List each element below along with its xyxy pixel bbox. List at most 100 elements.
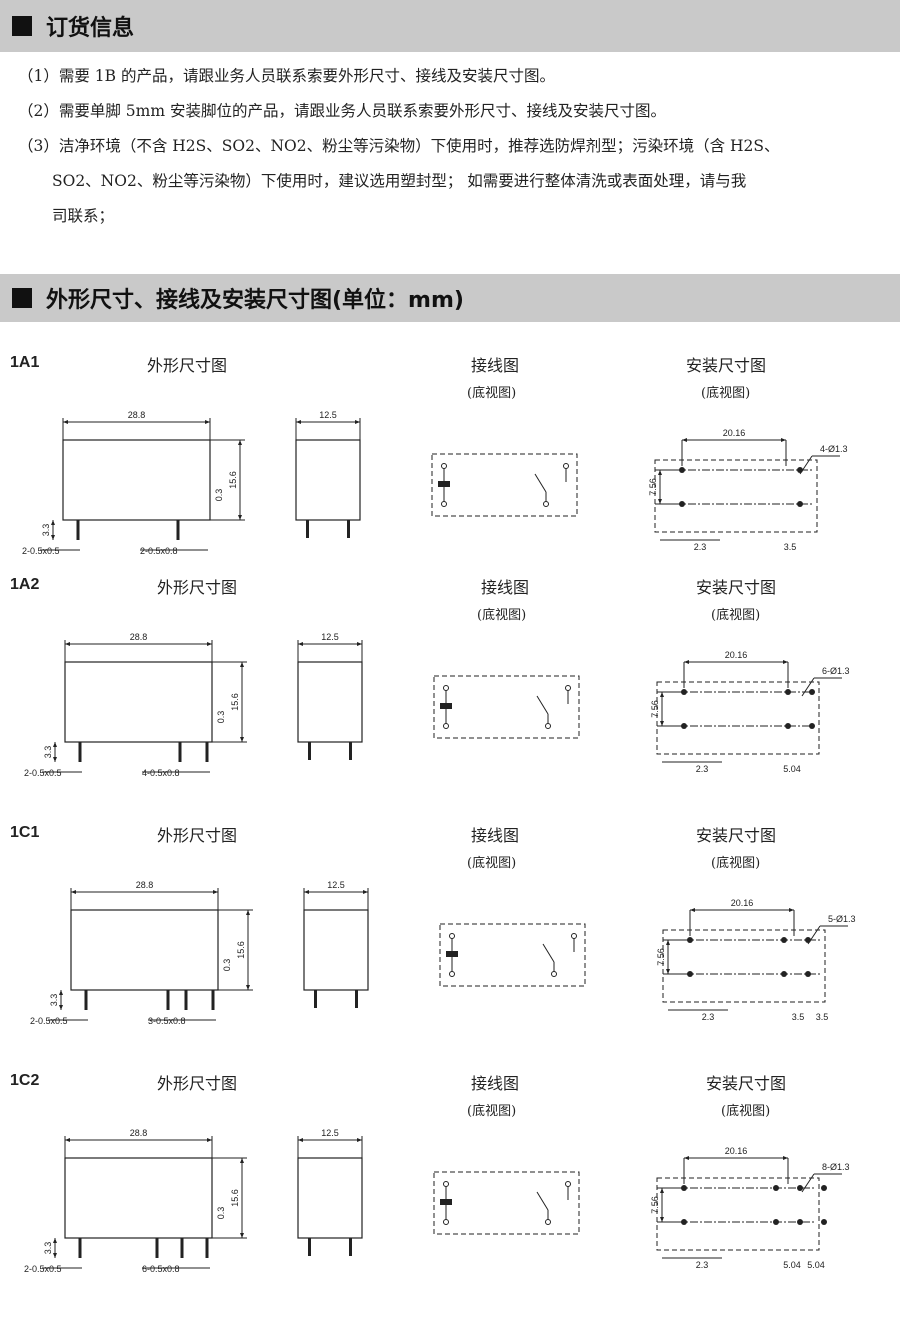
mount-hole [797,501,803,507]
dim-pins-left: 2-0.5x0.5 [24,768,62,778]
caption-mounting: 安装尺寸图 [696,826,777,845]
square-bullet-icon [12,16,32,36]
coil-symbol [440,703,452,709]
dim-pitch-y-label: 7.56 [648,478,658,496]
contact-terminal [545,1219,551,1225]
dim-pins-left: 2-0.5x0.5 [24,1264,62,1274]
caption-outline: 外形尺寸图 [157,826,238,845]
caption-bottom-view: (底视图) [467,1104,517,1119]
mount-hole [687,937,693,943]
caption-bottom-view: (底视图) [711,856,761,871]
coil-symbol [446,951,458,957]
dim-pin-length-label: 3.3 [43,746,53,759]
dim-pins-left: 2-0.5x0.5 [22,546,60,556]
mount-frame [656,681,820,755]
dimensions-title: 外形尺寸、接线及安装尺寸图(单位：mm) [46,288,464,313]
dim-height-label: 15.6 [236,941,246,959]
mount-hole [797,1219,803,1225]
dim-pin-length-arrows [53,742,57,762]
contact-terminal [551,971,557,977]
relay-body-end [295,439,361,521]
relay-pin [314,990,317,1008]
dim-offset: 2.3 [702,1012,715,1022]
row-label-2: 1C1 [10,824,40,841]
dim-spacing: 3.5 [784,542,797,552]
dim-spacing: 5.04 [783,764,801,774]
caption-mounting: 安装尺寸图 [706,1074,787,1093]
dim-pins-right: 6-0.5x0.8 [142,1264,180,1274]
mount-hole [805,971,811,977]
relay-pin [155,1238,159,1258]
dim-pins-right: 4-0.5x0.8 [142,768,180,778]
relay-pin [306,520,309,538]
mount-frame [662,929,826,1003]
relay-pin [349,742,352,760]
dim-pitch-x-label: 20.16 [731,898,754,908]
caption-outline: 外形尺寸图 [157,1074,238,1093]
dim-pitch-y-label: 7.56 [650,1196,660,1214]
dim-holes: 6-Ø1.3 [822,666,850,676]
contact-terminal [563,463,569,469]
relay-pin [178,742,182,762]
caption-outline: 外形尺寸图 [147,356,228,375]
mount-hole [773,1185,779,1191]
caption-mounting: 安装尺寸图 [686,356,767,375]
dim-pitch-x-label: 20.16 [725,1146,748,1156]
dim-offset: 2.3 [696,1260,709,1270]
contact-terminal [545,723,551,729]
dim-width-label: 12.5 [327,880,345,890]
dim-length-label: 28.8 [128,410,146,420]
relay-body-side [70,909,219,991]
coil-terminal [443,1181,449,1187]
mount-hole [821,1219,827,1225]
leader-line [801,1173,815,1193]
relay-pin [78,742,82,762]
ordering-info-title: 订货信息 [46,16,135,41]
dim-spacing: 5.04 [783,1260,801,1270]
coil-terminal [443,723,449,729]
caption-bottom-view: (底视图) [467,856,517,871]
caption-outline: 外形尺寸图 [157,578,238,597]
contact-blade [534,473,547,493]
row-label-3: 1C2 [10,1072,40,1089]
leader-line [799,455,813,475]
relay-pin [205,1238,209,1258]
relay-pin [347,520,350,538]
coil-terminal [443,685,449,691]
relay-body-end [303,909,369,991]
dim-offset: 2.3 [696,764,709,774]
coil-terminal [441,501,447,507]
mount-hole [687,971,693,977]
dimensions-header: 外形尺寸、接线及安装尺寸图(单位：mm) [0,274,900,322]
ordering-info-header: 订货信息 [0,0,900,52]
dim-length-label: 28.8 [130,1128,148,1138]
coil-symbol [440,1199,452,1205]
caption-mounting: 安装尺寸图 [696,578,777,597]
dim-pin-length-label: 3.3 [43,1242,53,1255]
dim-pin-length-label: 3.3 [49,994,59,1007]
contact-terminal [565,685,571,691]
note-2: （2）需要单脚 5mm 安装脚位的产品，请跟业务人员联系索要外形尺寸、接线及安装… [18,102,666,120]
relay-pin [184,990,188,1010]
dim-pins-left: 2-0.5x0.5 [30,1016,68,1026]
caption-wiring: 接线图 [471,1074,520,1093]
dim-width-label: 12.5 [321,1128,339,1138]
contact-blade [536,695,549,715]
dim-pins-right: 2-0.5x0.8 [140,546,178,556]
relay-pin [211,990,215,1010]
dim-width-label: 12.5 [321,632,339,642]
wiring-frame [431,453,578,517]
dim-height-label: 15.6 [230,1189,240,1207]
dim-offset: 2.3 [694,542,707,552]
caption-bottom-view: (底视图) [701,386,751,401]
mount-hole [821,1185,827,1191]
relay-pin [76,520,80,540]
mount-hole [797,1185,803,1191]
relay-pin [355,990,358,1008]
dim-spacing: 3.5 [792,1012,805,1022]
note-3-line-3: 司联系； [52,207,115,225]
mount-hole [781,971,787,977]
dim-spacing: 5.04 [807,1260,825,1270]
